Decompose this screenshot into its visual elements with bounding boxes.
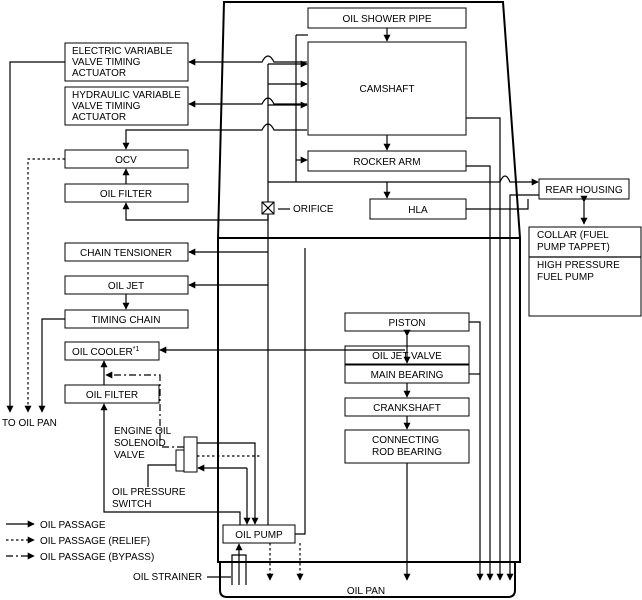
hydraulic-vvt-label: HYDRAULIC VARIABLE VALVE TIMING ACTUATOR [72,90,184,123]
oil-shower-pipe-box: OIL SHOWER PIPE [307,7,467,29]
rear-housing-box: REAR HOUSING [538,178,630,200]
camshaft-label: CAMSHAFT [360,84,415,95]
oil-pump-label: OIL PUMP [235,530,283,541]
legend: OIL PASSAGE OIL PASSAGE (RELIEF) OIL PAS… [6,520,154,563]
chain-tensioner-label: CHAIN TENSIONER [80,248,172,259]
oil-filter-lower-box: OIL FILTER [64,384,160,404]
solenoid-valve [175,436,198,473]
crankshaft-label: CRANKSHAFT [373,403,441,414]
timing-chain-box: TIMING CHAIN [64,309,189,329]
piston-box: PISTON [344,312,470,332]
piston-label: PISTON [388,318,425,329]
main-bearing-label: MAIN BEARING [371,370,444,381]
oil-pan-label: OIL PAN [347,586,385,597]
crankshaft-box: CRANKSHAFT [344,397,470,417]
high-pressure-fuel-pump-label: HIGH PRESSURE FUEL PUMP [537,260,623,283]
oil-filter-upper-box: OIL FILTER [64,183,189,203]
legend-oil-passage: OIL PASSAGE [40,520,106,531]
oil-jet-box: OIL JET [64,275,189,295]
hla-label: HLA [408,205,428,216]
rocker-arm-label: ROCKER ARM [353,157,420,168]
electric-vvt-box: ELECTRIC VARIABLE VALVE TIMING ACTUATOR [64,42,189,82]
rear-housing-label: REAR HOUSING [545,185,622,196]
oil-strainer-symbol [207,543,247,585]
rocker-arm-box: ROCKER ARM [307,150,467,172]
oil-pan: OIL PAN [219,563,516,598]
connecting-rod-bearing-label: CONNECTING ROD BEARING [372,435,442,458]
main-bearing-box: MAIN BEARING [344,364,470,384]
main-oil-gallery [267,35,306,535]
oil-filter-lower-label: OIL FILTER [86,390,138,401]
orifice-label: ORIFICE [293,204,334,215]
ocv-box: OCV [64,149,189,169]
chain-tensioner-box: CHAIN TENSIONER [64,242,189,262]
hla-box: HLA [369,198,467,220]
electric-vvt-label: ELECTRIC VARIABLE VALVE TIMING ACTUATOR [72,46,175,79]
oil-cooler-label: OIL COOLER*1 [72,346,139,358]
oil-pressure-switch-label: OIL PRESSURE SWITCH [112,487,188,510]
collar-label: COLLAR (FUEL PUMP TAPPET) [537,230,611,253]
oil-cooler-box: OIL COOLER*1 [64,341,160,361]
connecting-rod-bearing-box: CONNECTING ROD BEARING [344,429,470,464]
fuel-pump-box: COLLAR (FUEL PUMP TAPPET) HIGH PRESSURE … [528,226,642,317]
oil-shower-pipe-label: OIL SHOWER PIPE [342,14,431,25]
legend-oil-passage-bypass: OIL PASSAGE (BYPASS) [40,552,154,563]
orifice-symbol [261,201,290,215]
timing-chain-label: TIMING CHAIN [92,315,161,326]
ocv-label: OCV [115,155,137,166]
camshaft-box: CAMSHAFT [307,41,467,136]
oil-strainer-label: OIL STRAINER [133,572,202,583]
oil-filter-upper-label: OIL FILTER [100,189,152,200]
oil-jet-label: OIL JET [108,281,144,292]
to-oil-pan-label: TO OIL PAN [2,418,57,429]
oil-pump-box: OIL PUMP [222,524,296,544]
legend-oil-passage-relief: OIL PASSAGE (RELIEF) [40,536,150,547]
hydraulic-vvt-box: HYDRAULIC VARIABLE VALVE TIMING ACTUATOR [64,86,189,126]
solenoid-valve-label: ENGINE OIL SOLENOID VALVE [114,426,174,461]
